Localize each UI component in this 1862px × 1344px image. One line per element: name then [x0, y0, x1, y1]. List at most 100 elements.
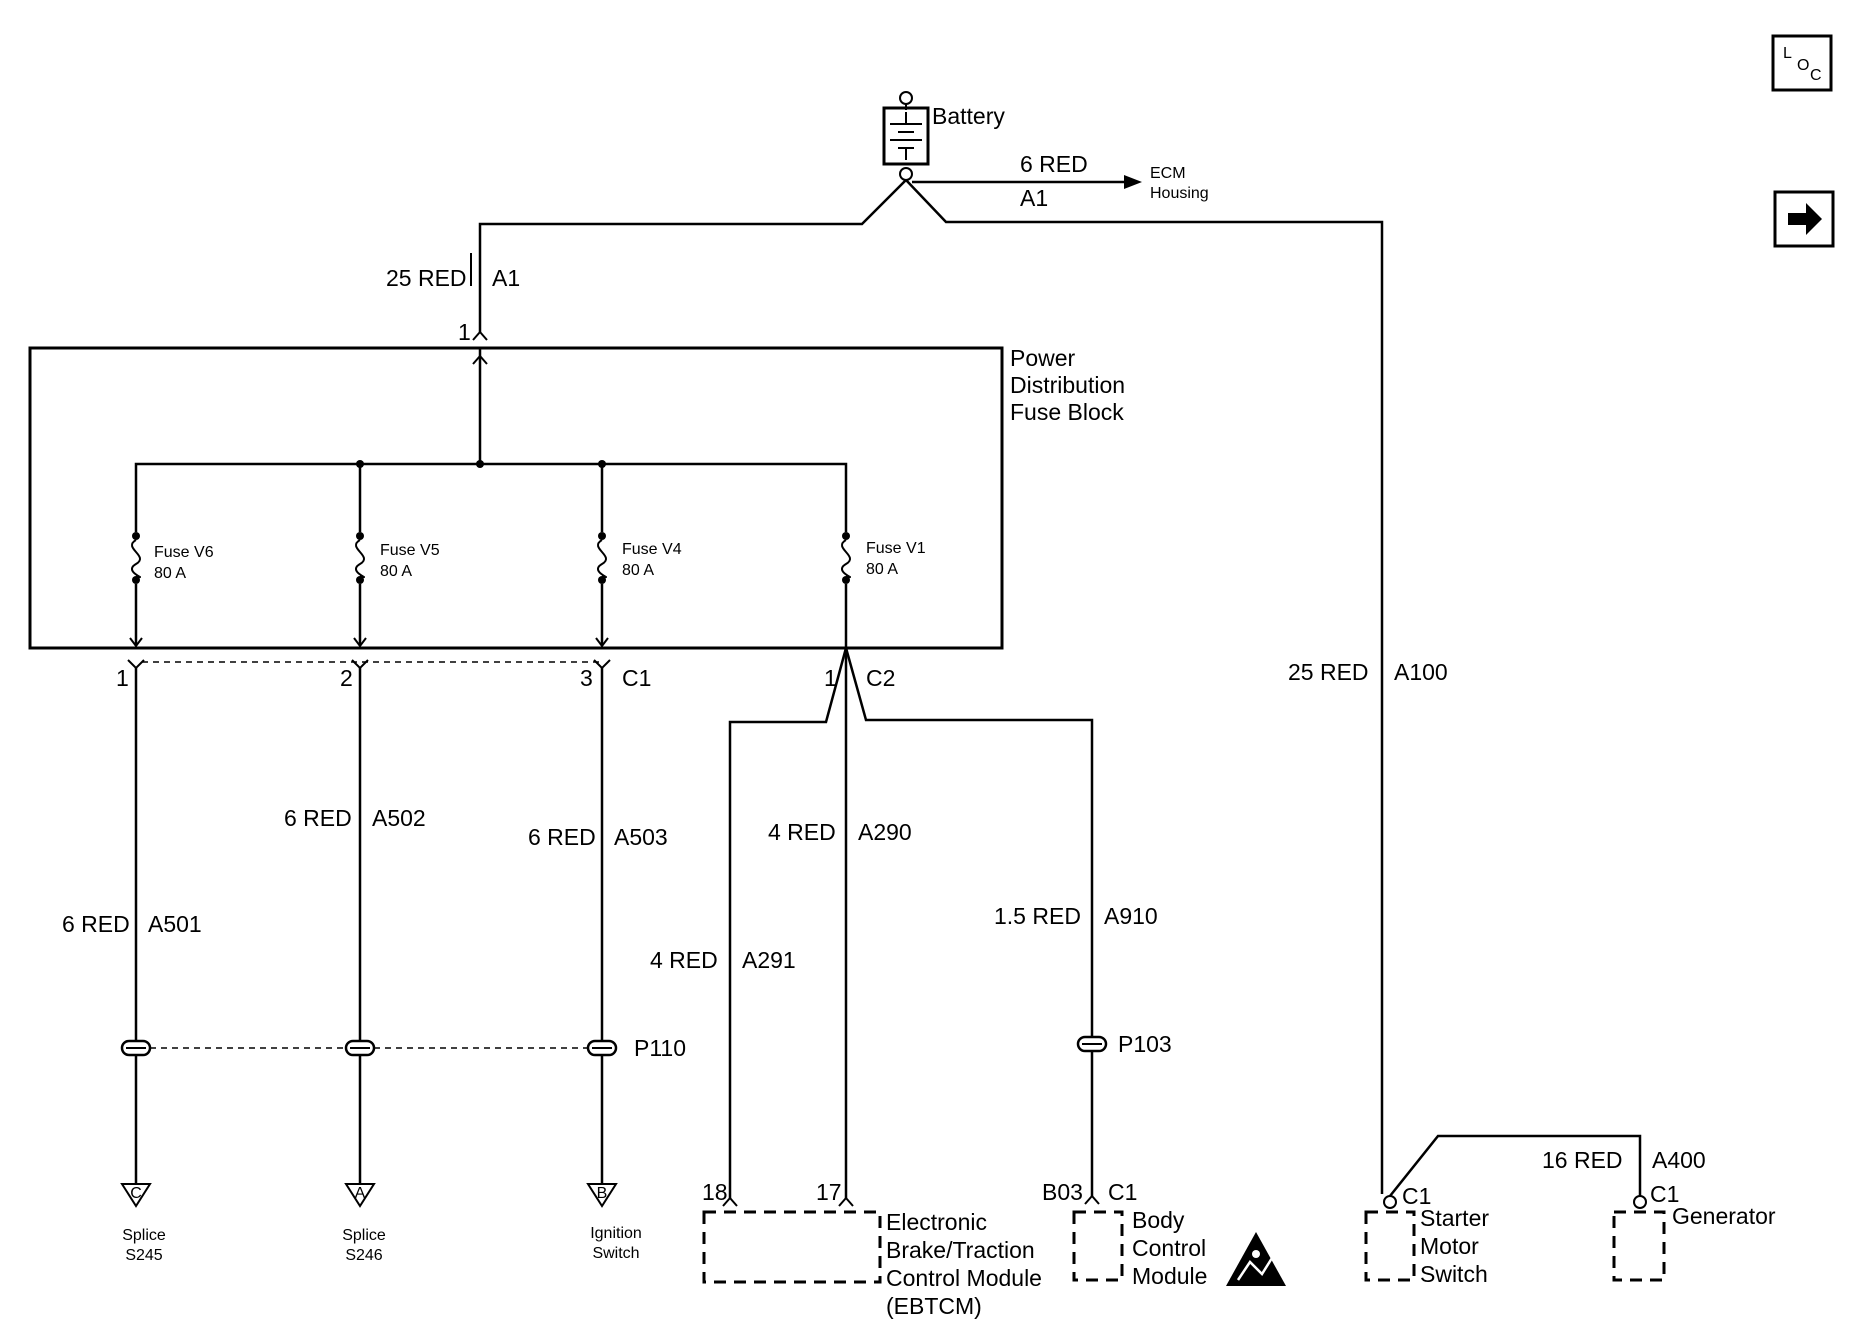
a1-wire-circuit: A1	[492, 265, 520, 291]
ign-letter: B	[597, 1185, 608, 1202]
s245-line1: Splice	[122, 1227, 166, 1244]
loc-button[interactable]: L O C	[1771, 34, 1833, 92]
wire-a1	[478, 179, 907, 332]
fuse-v5	[353, 532, 367, 648]
a503-wire-circuit: A503	[614, 824, 668, 850]
s246-line1: Splice	[342, 1227, 386, 1244]
arrow-right-icon	[1788, 203, 1822, 235]
fuse-block-input-arrow-icon	[472, 354, 488, 365]
c1-pin-1: 1	[116, 665, 129, 691]
starter-connector: C1	[1402, 1183, 1431, 1209]
ebtcm-line1: Electronic	[886, 1209, 987, 1235]
a501-wire-circuit: A501	[148, 911, 202, 937]
a502-wire-size: 6 RED	[284, 805, 352, 831]
wire-a910	[844, 647, 1094, 1196]
a400-wire-circuit: A400	[1652, 1147, 1706, 1173]
c1-pin-3: 3	[580, 665, 593, 691]
a501-wire-size: 6 RED	[62, 911, 130, 937]
c2-pin-1: 1	[824, 665, 837, 691]
a503-wire-size: 6 RED	[528, 824, 596, 850]
a910-wire-size: 1.5 RED	[994, 903, 1081, 929]
bcm-line2: Control	[1132, 1235, 1206, 1261]
bcm-line1: Body	[1132, 1207, 1185, 1233]
p110-label: P110	[634, 1035, 686, 1061]
fuse-v6-name: Fuse V6	[154, 544, 214, 561]
battery-symbol	[882, 91, 930, 181]
terminal-s245	[120, 1183, 152, 1208]
p103-label: P103	[1118, 1031, 1172, 1057]
fuse-block-label-line3: Fuse Block	[1010, 399, 1124, 425]
a100-wire-size: 25 RED	[1288, 659, 1369, 685]
fuse-v1-name: Fuse V1	[866, 540, 926, 557]
loc-letter-o: O	[1797, 57, 1809, 74]
fuse-v5-rating: 80 A	[380, 563, 412, 580]
wire-a100	[905, 179, 1384, 1194]
ign-line1: Ignition	[590, 1225, 642, 1242]
a1-pin: 1	[458, 319, 471, 345]
generator-connector: C1	[1650, 1181, 1679, 1207]
s245-line2: S245	[125, 1247, 162, 1264]
bcm-line3: Module	[1132, 1263, 1207, 1289]
fuse-v4	[595, 532, 609, 648]
wire-a291	[728, 647, 848, 1198]
fuse-v4-rating: 80 A	[622, 562, 654, 579]
starter-line3: Switch	[1420, 1261, 1488, 1287]
p110-connector-s245	[120, 1039, 152, 1057]
ecm-dest-line2: Housing	[1150, 185, 1209, 202]
generator-box	[1612, 1210, 1666, 1282]
starter-box	[1364, 1210, 1416, 1282]
generator-label: Generator	[1672, 1203, 1776, 1229]
fuse-v5-name: Fuse V5	[380, 542, 440, 559]
ign-line2: Switch	[592, 1245, 639, 1262]
loc-letter-l: L	[1783, 45, 1792, 62]
c1-pin-2: 2	[340, 665, 353, 691]
ebtcm-line4: (EBTCM)	[886, 1293, 982, 1319]
a400-wire-size: 16 RED	[1542, 1147, 1623, 1173]
ebtcm-pin-18: 18	[702, 1179, 728, 1205]
s246-letter: A	[355, 1185, 366, 1202]
a910-wire-circuit: A910	[1104, 903, 1158, 929]
c2-connector-name: C2	[866, 665, 895, 691]
fuse-v6	[129, 532, 143, 648]
s246-line2: S246	[345, 1247, 382, 1264]
starter-line2: Motor	[1420, 1233, 1479, 1259]
next-button[interactable]	[1773, 190, 1835, 248]
p110-connector-s246	[344, 1039, 376, 1057]
fuse-block-label-line2: Distribution	[1010, 372, 1125, 398]
ebtcm-line3: Control Module	[886, 1265, 1042, 1291]
ecm-wire-circuit: A1	[1020, 185, 1048, 211]
fuse-block-box	[28, 346, 1004, 650]
esd-warning-icon	[1226, 1232, 1286, 1286]
ecm-arrow-icon	[1124, 175, 1142, 189]
fuse-v4-name: Fuse V4	[622, 541, 682, 558]
bcm-connector: C1	[1108, 1179, 1137, 1205]
a502-wire-circuit: A502	[372, 805, 426, 831]
p103-connector	[1076, 1035, 1108, 1053]
ecm-dest-line1: ECM	[1150, 165, 1186, 182]
a291-wire-circuit: A291	[742, 947, 796, 973]
fuse-v1	[841, 532, 851, 648]
a290-wire-size: 4 RED	[768, 819, 836, 845]
s245-letter: C	[130, 1185, 142, 1202]
fuse-bus	[134, 462, 848, 532]
ebtcm-line2: Brake/Traction	[886, 1237, 1035, 1263]
fuse-v6-rating: 80 A	[154, 565, 186, 582]
a1-wire-size: 25 RED	[386, 265, 467, 291]
ebtcm-box	[702, 1210, 882, 1284]
fuse-v1-rating: 80 A	[866, 561, 898, 578]
loc-letter-c: C	[1810, 67, 1822, 84]
battery-label: Battery	[932, 103, 1005, 129]
a100-wire-circuit: A100	[1394, 659, 1448, 685]
a291-wire-size: 4 RED	[650, 947, 718, 973]
terminal-s246	[344, 1183, 376, 1208]
fuse-block-label-line1: Power	[1010, 345, 1076, 371]
a1-connector-icon	[472, 330, 488, 341]
ebtcm-pin-17: 17	[816, 1179, 842, 1205]
c1-connector-name: C1	[622, 665, 651, 691]
bcm-box	[1072, 1210, 1124, 1282]
bcm-pin: B03	[1042, 1179, 1083, 1205]
ecm-wire-size: 6 RED	[1020, 151, 1088, 177]
starter-line1: Starter	[1420, 1205, 1489, 1231]
p110-connector-ign	[586, 1039, 618, 1057]
